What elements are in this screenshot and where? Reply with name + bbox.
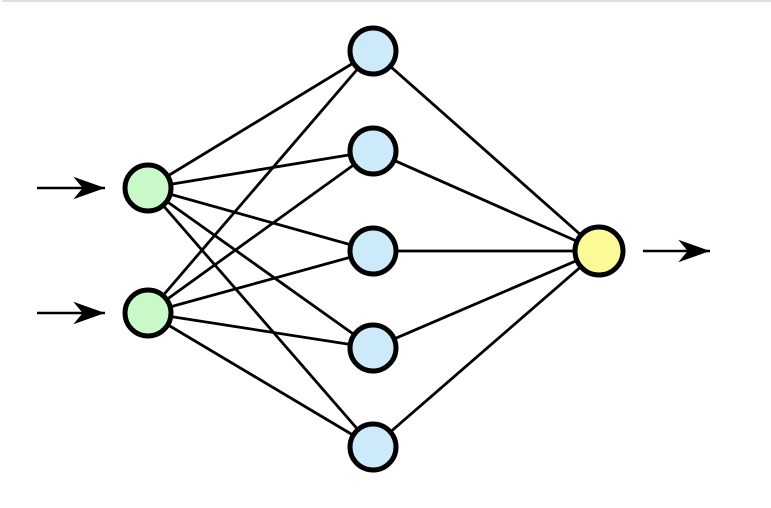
edge-hidden-4-to-output-1 — [372, 249, 600, 350]
edge-input-1-to-hidden-4 — [147, 186, 374, 350]
edge-input-2-to-hidden-4 — [147, 311, 374, 350]
nodes-group — [122, 25, 626, 473]
edge-input-2-to-hidden-1 — [146, 50, 375, 314]
edges-group — [146, 49, 600, 449]
edge-input-1-to-hidden-5 — [146, 187, 375, 448]
top-border-line — [2, 0, 771, 2]
input-1-node — [122, 162, 174, 214]
input-2-node — [122, 287, 174, 339]
edge-hidden-1-to-output-1 — [372, 49, 600, 253]
output-1-node — [572, 224, 626, 278]
edge-input-1-to-hidden-3 — [147, 186, 374, 253]
arrows-group — [37, 176, 710, 325]
edge-hidden-5-to-output-1 — [372, 249, 600, 449]
edge-input-2-to-hidden-5 — [147, 311, 374, 449]
hidden-2-node — [347, 125, 399, 177]
edge-input-2-to-hidden-2 — [147, 149, 374, 315]
hidden-3-node — [347, 225, 399, 277]
hidden-4-node — [347, 322, 399, 374]
edge-input-2-to-hidden-3 — [147, 249, 374, 315]
hidden-1-node — [347, 25, 399, 77]
edge-input-1-to-hidden-1 — [147, 49, 374, 190]
hidden-5-node — [347, 421, 399, 473]
edge-hidden-2-to-output-1 — [372, 149, 600, 253]
edge-input-1-to-hidden-2 — [147, 149, 374, 190]
